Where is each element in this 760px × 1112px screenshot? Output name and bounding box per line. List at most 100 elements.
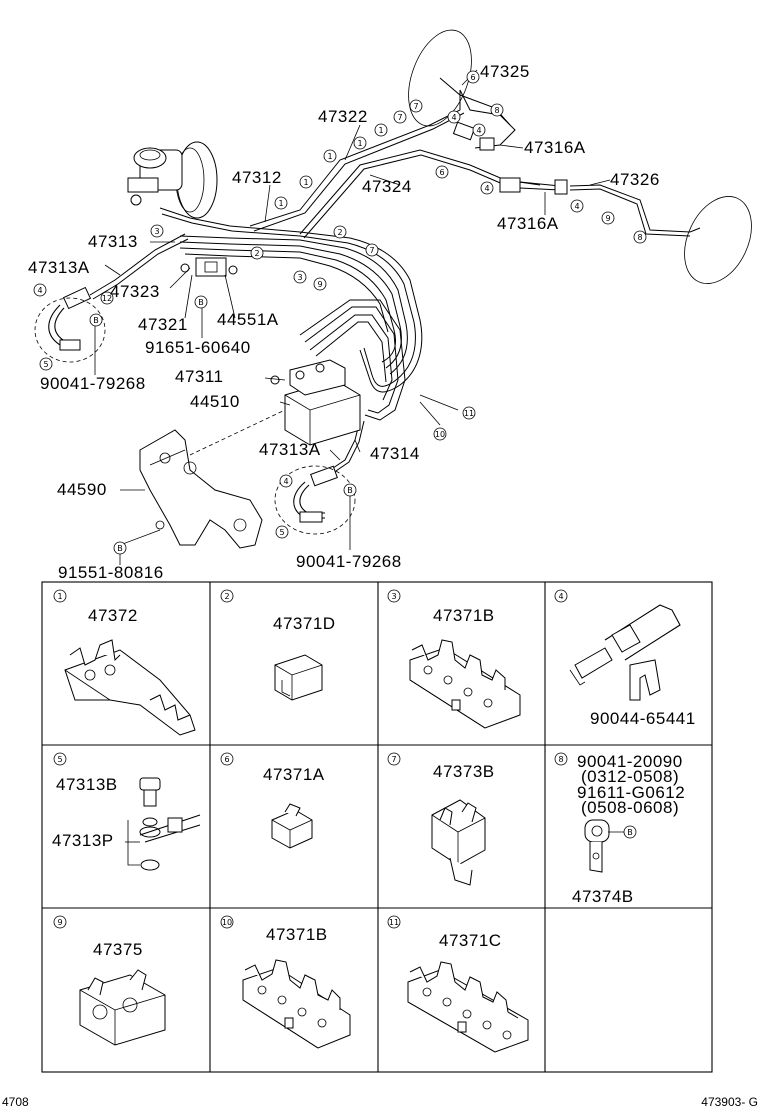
- label-47321: 47321: [138, 315, 188, 334]
- label-44510: 44510: [190, 392, 240, 411]
- callout-8b: 8: [633, 230, 647, 244]
- leader-lines: [94, 69, 611, 565]
- callout-4b: 4: [472, 123, 486, 137]
- table-cell-6: 6 47371A: [220, 752, 325, 849]
- callout-9a: 9: [601, 211, 615, 225]
- clip-47371B-icon: [409, 639, 521, 729]
- callout-2b: 2: [250, 246, 264, 260]
- svg-text:B: B: [198, 298, 204, 307]
- label-47324: 47324: [362, 177, 412, 196]
- callout-1e: 1: [274, 196, 288, 210]
- callout-3b: 3: [293, 270, 307, 284]
- svg-text:5: 5: [279, 528, 284, 537]
- label-47313A-mid: 47313A: [259, 440, 321, 459]
- svg-text:8: 8: [637, 233, 642, 242]
- clip-47371D-icon: [274, 654, 323, 701]
- table-cell-4: 4 90044-65441: [554, 589, 695, 728]
- cell-10-part: 47371B: [266, 925, 328, 944]
- label-47316A-mid: 47316A: [497, 214, 559, 233]
- table-cell-5: 5 47313B 47313P: [52, 752, 201, 871]
- label-47316A-top: 47316A: [524, 138, 586, 157]
- cell-11-part: 47371C: [439, 931, 502, 950]
- footer: 4708 473903- G: [2, 1095, 758, 1109]
- callout-B2: B: [194, 295, 208, 309]
- svg-text:2: 2: [224, 592, 229, 601]
- callout-7: 7: [409, 99, 423, 113]
- callout-B4: B: [113, 541, 127, 555]
- callout-7c: 7: [365, 243, 379, 257]
- callout-4d: 4: [570, 199, 584, 213]
- callout-3a: 3: [150, 224, 164, 238]
- cell-3-part: 47371B: [433, 606, 495, 625]
- clamp-47374B-icon: B: [584, 819, 637, 873]
- table-cell-3: 3 47371B: [387, 589, 521, 729]
- svg-text:B: B: [117, 544, 123, 553]
- svg-text:4: 4: [476, 126, 481, 135]
- flex-hose-left: [34, 286, 106, 363]
- footer-left: 4708: [2, 1095, 29, 1109]
- master-cylinder: [127, 141, 218, 219]
- svg-text:9: 9: [317, 280, 322, 289]
- clip-47375-icon: [79, 969, 166, 1046]
- abs-actuator: [270, 359, 361, 446]
- table-cell-10: 10 47371B: [220, 915, 351, 1049]
- callout-1b: 1: [353, 136, 367, 150]
- callout-4f: 4: [279, 474, 293, 488]
- svg-text:1: 1: [378, 126, 383, 135]
- label-47323: 47323: [110, 282, 160, 301]
- callout-7b: 7: [393, 110, 407, 124]
- cell-9-part: 47375: [93, 940, 143, 959]
- svg-text:1: 1: [357, 139, 362, 148]
- svg-text:7: 7: [369, 246, 374, 255]
- svg-text:B: B: [627, 828, 633, 837]
- svg-text:12: 12: [102, 294, 112, 303]
- svg-text:5: 5: [43, 360, 48, 369]
- callout-1c: 1: [323, 149, 337, 163]
- svg-text:1: 1: [327, 152, 332, 161]
- cell-6-part: 47371A: [263, 765, 325, 784]
- svg-text:3: 3: [154, 227, 159, 236]
- table-cell-7: 7 47373B: [387, 752, 495, 886]
- label-44590: 44590: [57, 480, 107, 499]
- cell-7-part: 47373B: [433, 762, 495, 781]
- label-47312: 47312: [232, 168, 282, 187]
- label-90041-79268-top: 90041-79268: [40, 374, 146, 393]
- clip-table: 1 47372 2 47371D 3 4: [41, 581, 713, 1073]
- svg-text:7: 7: [391, 755, 396, 764]
- callout-5b: 5: [275, 525, 289, 539]
- table-cell-1: 1 47372: [53, 589, 196, 736]
- part-labels: 47325 47322 47316A 47312 47324 47326 473…: [28, 62, 659, 582]
- svg-text:9: 9: [605, 214, 610, 223]
- callout-9b: 9: [313, 277, 327, 291]
- svg-text:4: 4: [283, 477, 288, 486]
- label-47313: 47313: [88, 232, 138, 251]
- label-90041-79268-bot: 90041-79268: [296, 552, 402, 571]
- callout-4c: 4: [480, 181, 494, 195]
- svg-text:B: B: [347, 486, 353, 495]
- callout-5a: 5: [39, 357, 53, 371]
- flex-hose-mid: [274, 465, 356, 535]
- callout-6b: 6: [435, 165, 449, 179]
- svg-text:8: 8: [558, 755, 563, 764]
- flex-hose-right: [452, 121, 568, 195]
- callout-11: 11: [462, 406, 476, 420]
- cell-2-part: 47371D: [273, 614, 336, 633]
- union-fitting-icon: [569, 604, 681, 701]
- footer-right: 473903- G: [701, 1095, 758, 1109]
- cell-8-part-b: (0312-0508): [581, 767, 679, 786]
- callout-B1: B: [89, 313, 103, 327]
- cell-8-part-d: (0508-0608): [581, 798, 679, 817]
- callout-2a: 2: [333, 225, 347, 239]
- svg-text:1: 1: [57, 592, 62, 601]
- label-47325: 47325: [480, 62, 530, 81]
- label-91551-80816: 91551-80816: [58, 563, 164, 582]
- callout-B3: B: [343, 483, 357, 497]
- svg-text:7: 7: [397, 113, 402, 122]
- label-47322: 47322: [318, 107, 368, 126]
- table-cell-11: 11 47371C: [387, 915, 529, 1053]
- wheel-outline-top: [408, 29, 472, 127]
- clip-47371C-icon: [407, 961, 529, 1053]
- svg-text:7: 7: [413, 102, 418, 111]
- svg-text:11: 11: [389, 918, 399, 927]
- label-47311: 47311: [175, 367, 224, 386]
